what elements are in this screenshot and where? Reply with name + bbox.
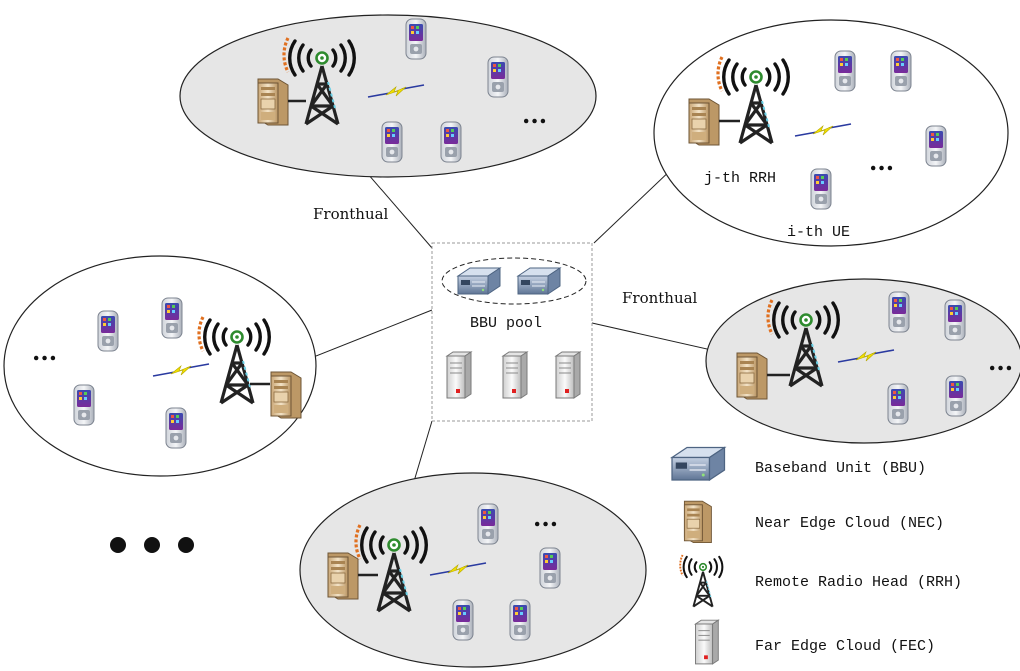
cell-top-right: ... j-th RRH i-th UE: [653, 19, 1009, 247]
cell-left: ...: [3, 255, 317, 477]
bbu-icon: [517, 267, 561, 295]
ue-phone-icon: [440, 121, 462, 163]
ue-phone-icon: [477, 503, 499, 545]
legend-item-fec: Far Edge Cloud (FEC): [695, 619, 935, 665]
legend-label-rrh: Remote Radio Head (RRH): [755, 574, 962, 591]
more-ues-ellipsis: ...: [869, 147, 894, 176]
ue-phone-icon: [890, 50, 912, 92]
ue-phone-icon: [834, 50, 856, 92]
ue-phone-icon: [97, 310, 119, 352]
nec-icon: [327, 552, 359, 600]
legend-label-fec: Far Edge Cloud (FEC): [755, 638, 935, 655]
bbu-pool-box: BBU pool: [431, 242, 593, 422]
ith-ue-label: i-th UE: [787, 224, 850, 241]
ue-phone-icon: [887, 383, 909, 425]
cell-right: ...: [705, 278, 1020, 444]
more-cells-ellipsis: [110, 537, 194, 553]
jth-rrh-label: j-th RRH: [704, 170, 776, 187]
nec-icon: [683, 500, 712, 544]
fec-icon: [555, 351, 581, 399]
ue-phone-icon: [888, 291, 910, 333]
cell-top: ...: [179, 14, 597, 178]
ue-phone-icon: [925, 125, 947, 167]
legend-item-nec: Near Edge Cloud (NEC): [683, 500, 944, 544]
fronthaul-label-right: Fronthual: [622, 289, 698, 307]
ue-phone-icon: [165, 407, 187, 449]
bbu-pool-label: BBU pool: [470, 315, 542, 332]
fronthaul-label-top: Fronthual: [313, 205, 389, 223]
ue-phone-icon: [509, 599, 531, 641]
bbu-icon: [457, 267, 501, 295]
legend-item-rrh: Remote Radio Head (RRH): [679, 553, 962, 608]
ue-phone-icon: [161, 297, 183, 339]
cell-bottom: ...: [299, 472, 647, 668]
ue-phone-icon: [73, 384, 95, 426]
ue-phone-icon: [452, 599, 474, 641]
nec-icon: [688, 98, 720, 146]
ue-phone-icon: [487, 56, 509, 98]
legend-label-nec: Near Edge Cloud (NEC): [755, 515, 944, 532]
nec-icon: [736, 352, 768, 400]
ue-phone-icon: [945, 375, 967, 417]
nec-icon: [270, 371, 302, 419]
ue-phone-icon: [381, 121, 403, 163]
ue-phone-icon: [944, 299, 966, 341]
legend-item-bbu: Baseband Unit (BBU): [671, 446, 926, 481]
more-ues-ellipsis: ...: [32, 337, 57, 366]
more-ues-ellipsis: ...: [522, 100, 547, 129]
ue-phone-icon: [810, 168, 832, 210]
legend-label-bbu: Baseband Unit (BBU): [755, 460, 926, 477]
fec-icon: [446, 351, 472, 399]
nec-icon: [257, 78, 289, 126]
fec-icon: [695, 619, 719, 665]
legend: Baseband Unit (BBU) Near Edge Cloud (NEC…: [671, 446, 962, 665]
rrh-icon: [679, 553, 724, 608]
ue-phone-icon: [539, 547, 561, 589]
more-ues-ellipsis: ...: [533, 503, 558, 532]
ue-phone-icon: [405, 18, 427, 60]
more-ues-ellipsis: ...: [988, 347, 1013, 376]
fec-icon: [502, 351, 528, 399]
bbu-icon: [671, 446, 726, 481]
